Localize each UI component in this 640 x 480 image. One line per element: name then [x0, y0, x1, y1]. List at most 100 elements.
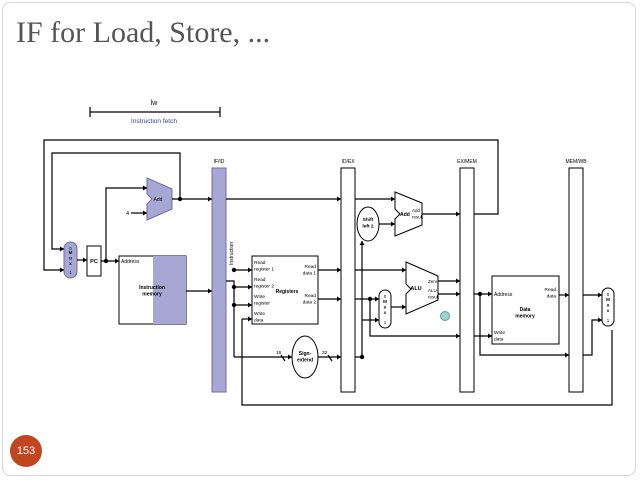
stage-header-lw: lw [151, 100, 159, 107]
arrow-rd2-to-mux [375, 296, 379, 302]
ex-mem-register-label: EX/MEM [457, 159, 477, 165]
if-id-register-label: IF/ID [214, 159, 225, 165]
arrow-memwb-to-mux-1 [598, 317, 602, 323]
alu-src-mux-input-1: 1 [384, 320, 387, 325]
instruction-memory-highlight [153, 256, 186, 324]
arrow-branch-to-exmem [456, 211, 460, 217]
wire-aluresult-bypass [479, 294, 569, 356]
junction-imm [359, 354, 365, 360]
wire-pc-to-adder [105, 187, 147, 261]
arrow-write-data [248, 316, 252, 322]
arrow-instr-reg1 [248, 267, 252, 273]
arrow-instr-wreg [248, 302, 252, 308]
bus-slash-16 [280, 354, 286, 362]
wire-instruction-bus [226, 280, 235, 357]
arrow-imm-to-shift [359, 241, 365, 245]
arrow-rd2-to-idex [337, 296, 341, 302]
instruction-memory-address-label: Address [121, 259, 140, 265]
data-memory [491, 275, 560, 345]
cursor-marker [440, 311, 450, 321]
arrow-ifid-to-idex-top [337, 196, 341, 202]
sign-extend-input-bits: 16 [276, 350, 282, 356]
arrow-adder-to-ifid [208, 196, 212, 202]
arrow-zero-to-exmem [456, 278, 460, 284]
pc-label: PC [90, 259, 98, 265]
mem-wb-register-label: MEM/WB [565, 159, 587, 165]
arrow-mux-to-pc [83, 257, 87, 263]
arrow-aluresult-bypass [565, 352, 569, 358]
register-file [251, 255, 319, 325]
arrow-imm-to-mux [375, 317, 379, 323]
alu-src-mux-input-0: 0 [384, 294, 387, 299]
wb-mux-input-0: 0 [607, 292, 610, 297]
page-number-badge: 153 [10, 435, 42, 467]
pc-mux-input-0: 0 [69, 246, 72, 251]
sign-extend-output-bits: 32 [322, 350, 328, 356]
alu [405, 261, 439, 315]
junction-rd2 [367, 296, 373, 302]
arrow-shift-to-branch-adder [391, 221, 395, 227]
wb-mux-input-1: 1 [607, 318, 610, 323]
alu-label: ALU [410, 286, 421, 292]
pc-adder-constant-4: 4 [126, 211, 129, 217]
slide-title: IF for Load, Store, ... [16, 16, 271, 49]
arrow-rd2-bypass [456, 333, 460, 339]
wb-mux [601, 287, 615, 327]
branch-adder [394, 191, 423, 237]
wire-branch-to-mux [43, 139, 499, 271]
pc-mux-input-1: 1 [69, 270, 72, 275]
arrow-mux-to-alu [402, 304, 406, 310]
arrow-exmem-to-write-data [488, 333, 492, 339]
sign-extend-label: Sign-extend [297, 351, 313, 364]
arrow-pc-to-adder [143, 185, 147, 191]
arrow-rd1-to-alu [402, 267, 406, 273]
arrow-pc4-to-branch-adder [391, 196, 395, 202]
register-file-name: Registers [276, 289, 299, 295]
wire-wb-to-write-data [241, 319, 613, 406]
arrow-signext-to-idex [337, 354, 341, 360]
arrow-aluresult-to-exmem [456, 291, 460, 297]
arrow-read-data-to-memwb [565, 292, 569, 298]
mem-wb-register [568, 167, 584, 393]
arrow-four-to-adder [143, 210, 147, 216]
wire-rd2-bypass [369, 299, 460, 337]
wire-adder-loop-to-mux [51, 152, 181, 250]
arrow-branch-to-mux [60, 267, 64, 273]
slide-frame [2, 2, 636, 476]
data-memory-address-label: Address [494, 292, 513, 298]
alu-zero-label: Zero [428, 279, 438, 284]
pc-adder [146, 177, 173, 221]
arrow-pc-to-imem [115, 258, 119, 264]
ex-mem-register [459, 167, 475, 393]
arrow-imem-to-ifid [208, 288, 212, 294]
stage-label-instruction-fetch: Instruction fetch [131, 118, 177, 125]
arrow-memwb-to-mux-0 [598, 292, 602, 298]
id-ex-register-label: ID/EX [341, 159, 355, 165]
arrow-exmem-to-address [488, 291, 492, 297]
arrow-adder-loop-to-mux [60, 246, 64, 252]
id-ex-register [340, 167, 356, 393]
branch-adder-label: Add [400, 212, 410, 218]
instruction-bus-label: Instruction [229, 242, 235, 265]
pc-adder-label: Add [154, 197, 163, 203]
junction-aluresult [477, 291, 483, 297]
wire-memwb-to-mux-1 [583, 319, 602, 356]
bus-slash-32 [327, 354, 333, 362]
